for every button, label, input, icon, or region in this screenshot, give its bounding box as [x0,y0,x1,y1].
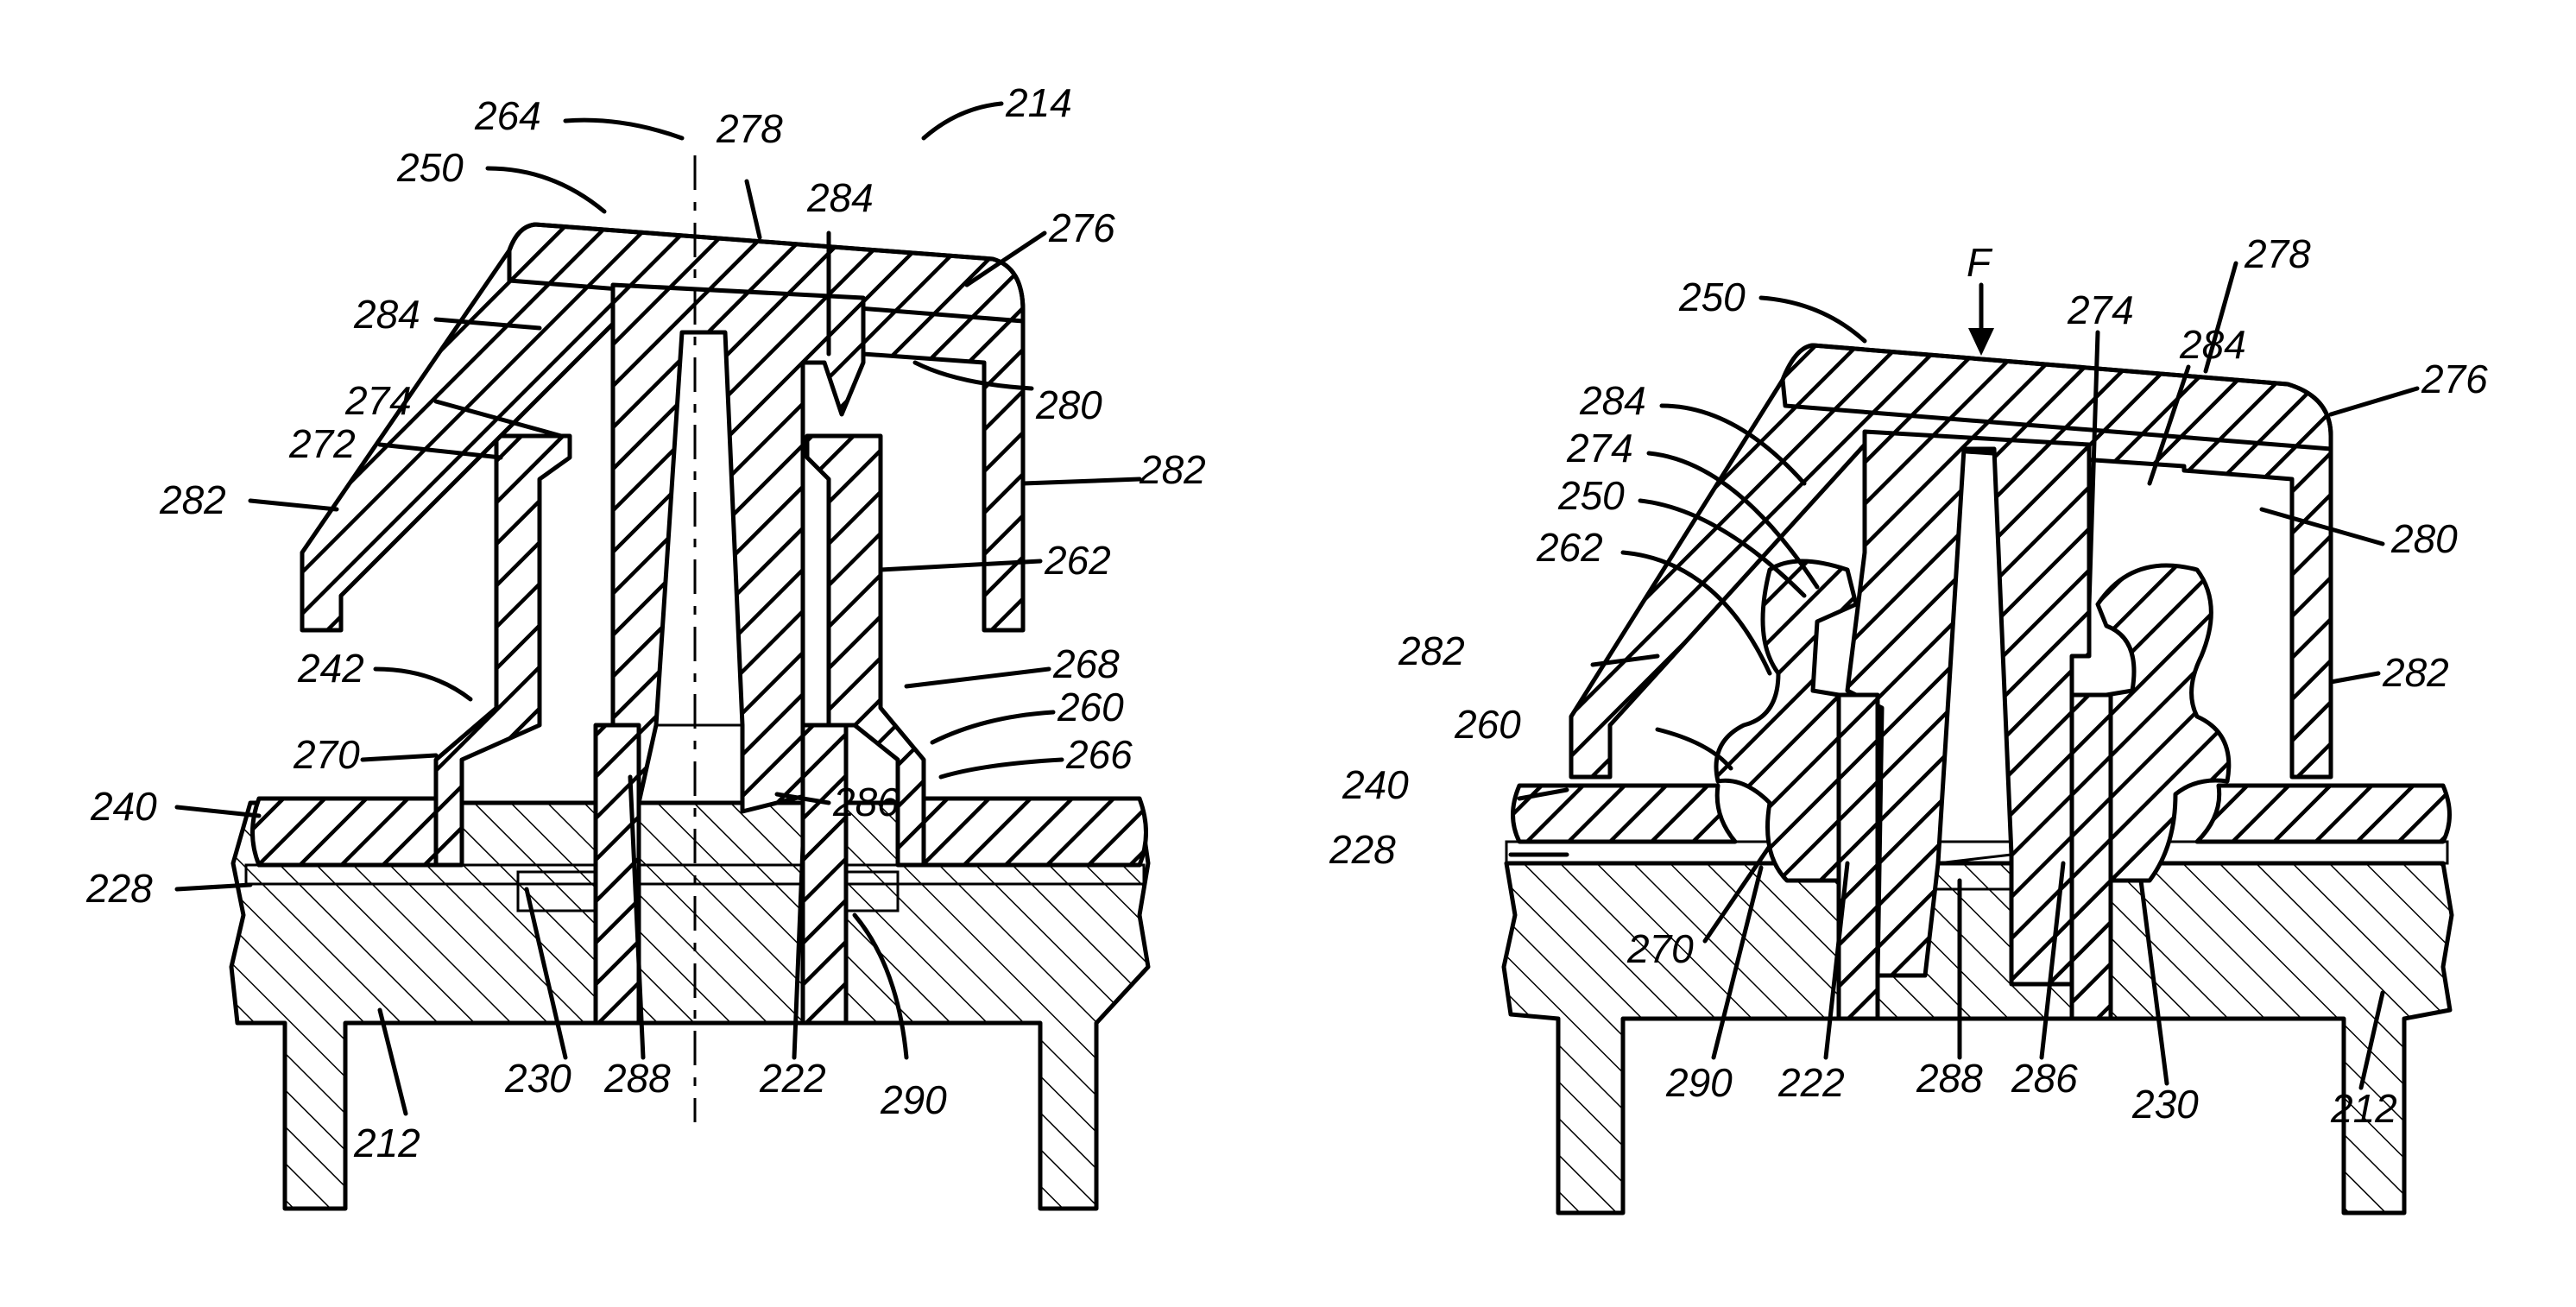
label-212: 212 [2330,1086,2397,1131]
label-214: 214 [1005,80,1072,125]
label-278: 278 [716,106,783,151]
label-284-b: 284 [353,292,420,337]
label-274-b: 274 [1566,426,1633,470]
label-230: 230 [2131,1082,2199,1127]
label-282-a: 282 [1398,628,1465,673]
label-262: 262 [1536,525,1603,570]
figure-left: 264 278 214 250 284 276 284 280 274 272 … [85,80,1206,1211]
label-222: 222 [1777,1060,1845,1105]
label-270: 270 [1626,926,1694,971]
label-212: 212 [353,1121,420,1165]
label-222: 222 [759,1056,826,1101]
valve-body-242-left [433,433,572,868]
label-270: 270 [293,732,360,777]
label-240: 240 [1342,762,1409,807]
force-arrow-icon [1968,328,1994,356]
label-228: 228 [85,866,153,911]
label-228: 228 [1329,827,1396,872]
label-288: 288 [1916,1056,1983,1101]
label-282-b: 282 [2382,650,2449,695]
label-274: 274 [344,378,412,423]
label-280: 280 [2390,516,2458,561]
label-288: 288 [603,1056,671,1101]
label-260: 260 [1454,702,1521,747]
label-280: 280 [1035,382,1102,427]
layer-240-right [1511,783,1738,844]
label-286: 286 [2011,1056,2078,1101]
tube-222-left [593,723,641,1026]
label-282-a: 282 [159,477,226,522]
label-284-a: 284 [2179,322,2246,367]
label-276: 276 [2421,357,2488,401]
base-212-right [1501,861,2454,1215]
label-284-b: 284 [1579,378,1646,423]
label-276: 276 [1048,205,1115,250]
label-260: 260 [1057,685,1124,729]
label-278: 278 [2244,231,2311,276]
label-240: 240 [90,784,157,829]
label-290: 290 [880,1077,947,1122]
label-290: 290 [1665,1060,1733,1105]
tube-222-right [1836,692,1880,1021]
figure-right: F 278 250 274 284 276 284 274 250 280 26… [1329,231,2488,1215]
label-250-b: 250 [1557,473,1625,518]
label-266: 266 [1065,732,1133,777]
label-286: 286 [832,780,900,824]
valve-body-collapsed-left [1714,559,1859,883]
layer-240-left [250,796,439,868]
label-250-a: 250 [1678,275,1746,319]
label-268: 268 [1052,641,1120,686]
label-250: 250 [396,145,464,190]
layer-228-right [1505,840,2449,865]
label-242: 242 [297,646,364,691]
label-284-a: 284 [806,175,874,220]
label-264: 264 [474,93,541,138]
label-282-b: 282 [1139,447,1206,492]
label-F: F [1967,240,1993,285]
label-272: 272 [288,421,356,466]
label-230: 230 [504,1056,571,1101]
label-262: 262 [1044,538,1111,583]
label-274-a: 274 [2067,287,2134,332]
